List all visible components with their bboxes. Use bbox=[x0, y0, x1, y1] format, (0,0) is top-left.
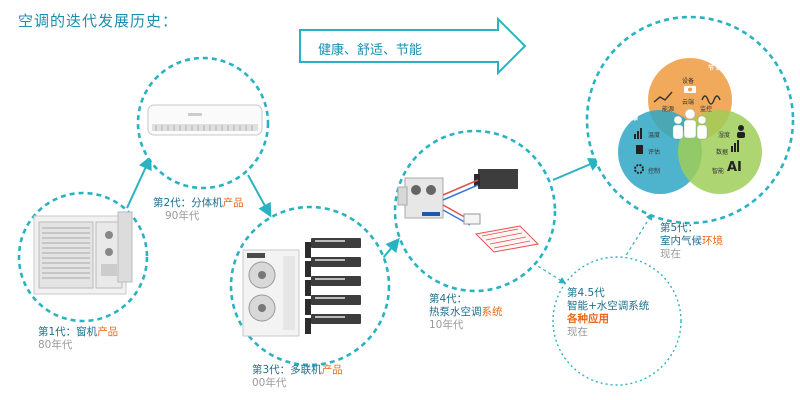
venn-left-label: 健 康 bbox=[624, 115, 639, 122]
gen5-era: 现在 bbox=[660, 248, 681, 260]
venn-label-assess: 评估 bbox=[648, 149, 661, 156]
gen4-line2: 热泵水空调 bbox=[429, 306, 482, 318]
heat-pump-system-image bbox=[397, 169, 540, 253]
gen2-era: 90年代 bbox=[165, 210, 200, 222]
people-icon bbox=[672, 108, 708, 140]
venn-label-device: 设备 bbox=[682, 78, 695, 85]
gen3-era: 00年代 bbox=[252, 377, 287, 389]
gen1-era: 80年代 bbox=[38, 339, 73, 351]
gen45-circle bbox=[552, 256, 682, 386]
gen2-label: 第2代：分体机产品 90年代 bbox=[153, 197, 244, 223]
gen1-title: 第1代：窗机 bbox=[38, 326, 98, 338]
gen5-line2: 室内气候 bbox=[660, 235, 702, 247]
clipboard-icon bbox=[636, 145, 643, 154]
page-title: 空调的迭代发展历史： bbox=[18, 12, 179, 30]
chart-bars-icon bbox=[731, 140, 739, 152]
wave-icon bbox=[701, 95, 721, 105]
gen45-highlight: 各种应用 bbox=[567, 313, 609, 325]
gen4-label: 第4代： 热泵水空调系统 10年代 bbox=[429, 293, 503, 332]
venn-label-smart: 智能 bbox=[712, 168, 725, 175]
gen45-label: 第4.5代 智能+水空调系统 各种应用 现在 bbox=[567, 287, 649, 339]
gen4-highlight: 系统 bbox=[481, 306, 503, 318]
gauge-icon bbox=[684, 86, 696, 93]
gen45-era: 现在 bbox=[567, 326, 588, 338]
banner-text: 健康、舒适、节能 bbox=[318, 43, 423, 58]
ai-label: AI bbox=[727, 160, 742, 175]
banner-arrow bbox=[299, 16, 527, 76]
arrow-gen3-gen4 bbox=[382, 237, 400, 259]
gen5-highlight: 环境 bbox=[702, 235, 723, 247]
venn-label-temp: 温度 bbox=[648, 132, 661, 139]
arrow-gen2-gen3 bbox=[247, 174, 272, 218]
gen3-label: 第3代：多联机产品 00年代 bbox=[252, 364, 343, 390]
venn-label-humidity: 湿度 bbox=[718, 132, 731, 139]
gen1-highlight: 产品 bbox=[97, 326, 119, 338]
gen1-label: 第1代：窗机产品 80年代 bbox=[38, 326, 118, 352]
venn-label-energy: 能源 bbox=[662, 106, 675, 113]
climate-venn bbox=[618, 58, 762, 194]
split-ac-image bbox=[147, 104, 263, 136]
venn-top-label: 节 约 bbox=[708, 65, 723, 72]
gen45-line2: 智能+水空调系统 bbox=[567, 300, 650, 312]
gen4-era: 10年代 bbox=[429, 319, 464, 331]
gen4-title: 第4代： bbox=[429, 293, 468, 305]
gen3-highlight: 产品 bbox=[321, 364, 343, 376]
arrow-gen45-gen5 bbox=[619, 212, 653, 266]
gen3-title: 第3代：多联机 bbox=[252, 364, 322, 376]
person-check-icon bbox=[737, 125, 745, 138]
venn-label-control: 控制 bbox=[648, 168, 661, 175]
bar-icon bbox=[634, 128, 642, 139]
gen2-title: 第2代：分体机 bbox=[153, 197, 223, 209]
gen5-title: 第5代： bbox=[660, 222, 699, 234]
gen5-label: 第5代： 室内气候环境 现在 bbox=[660, 222, 723, 261]
venn-label-monitor: 监控 bbox=[700, 106, 713, 113]
vrf-unit-image bbox=[242, 238, 361, 337]
venn-right-label: 舒 适 bbox=[736, 106, 751, 113]
venn-label-cloud: 云端 bbox=[682, 99, 695, 106]
venn-label-data: 数据 bbox=[716, 149, 729, 156]
gen2-highlight: 产品 bbox=[222, 197, 244, 209]
gear-icon bbox=[634, 164, 644, 174]
gen45-title: 第4.5代 bbox=[567, 287, 605, 299]
window-ac-image bbox=[33, 211, 133, 295]
arrow-gen4-gen5 bbox=[552, 157, 603, 181]
arrow-gen1-gen2 bbox=[126, 155, 152, 209]
trend-icon bbox=[653, 91, 673, 103]
